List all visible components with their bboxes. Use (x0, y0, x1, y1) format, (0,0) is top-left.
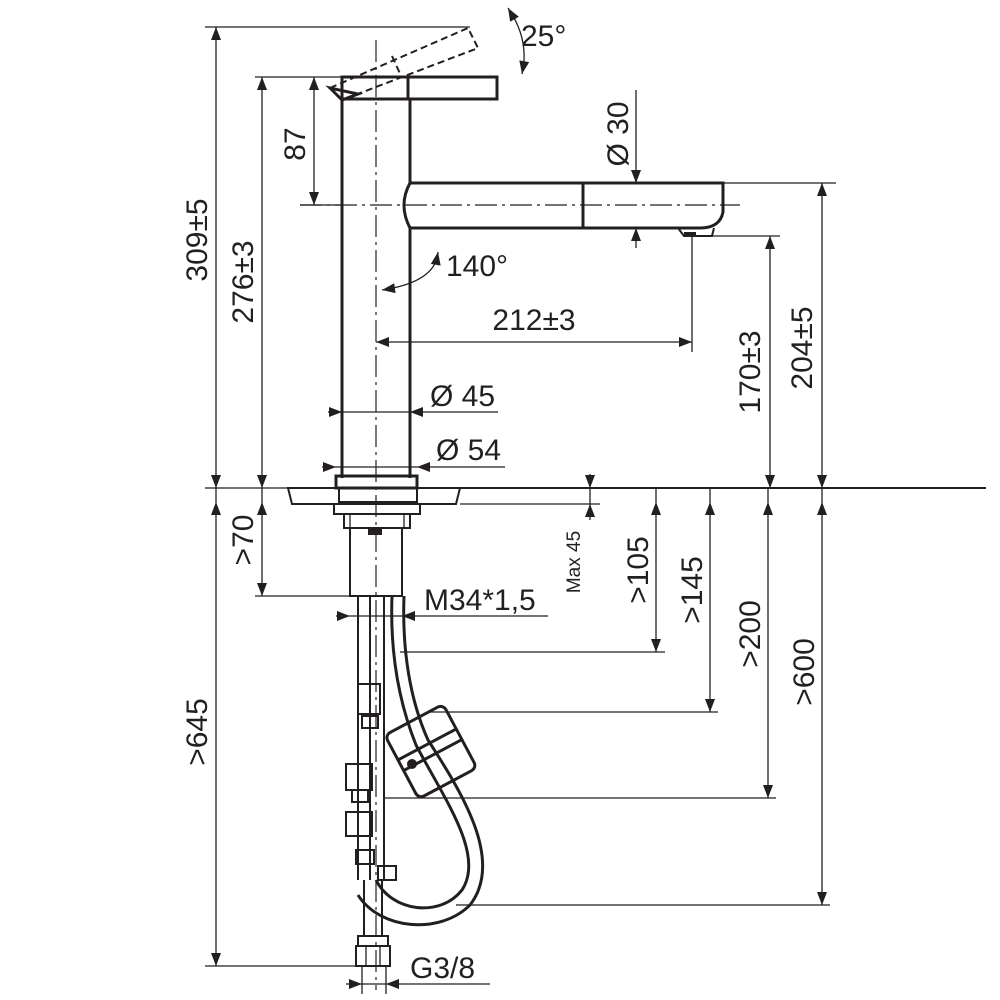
label-min-600: >600 (788, 638, 821, 706)
center-lines (300, 40, 740, 990)
label-max-thickness: Max 45 (564, 531, 585, 593)
faucet-outline (286, 26, 986, 967)
label-spout-top-height: 204±5 (786, 306, 819, 389)
label-spout-reach: 212±3 (492, 304, 575, 337)
label-body-diameter: Ø 45 (430, 380, 495, 413)
label-total-height: 309±5 (181, 198, 214, 281)
label-min-105: >105 (622, 536, 655, 604)
dimension-labels: 25° 309±5 276±3 87 Ø 30 140° 212±3 Ø 45 … (181, 20, 821, 985)
label-base-diameter: Ø 54 (436, 434, 501, 467)
label-min-below: >70 (227, 515, 260, 566)
label-min-200: >200 (734, 600, 767, 668)
label-connection: G3/8 (410, 952, 475, 985)
label-body-height: 276±3 (227, 240, 260, 323)
label-lever-height: 87 (279, 127, 312, 160)
label-min-645: >645 (181, 698, 214, 766)
label-swivel-angle: 140° (446, 250, 508, 283)
label-min-145: >145 (676, 556, 709, 624)
label-thread: M34*1,5 (424, 584, 536, 617)
label-angle-lever: 25° (521, 20, 566, 53)
label-outlet-height: 170±3 (734, 330, 767, 413)
label-spout-diameter: Ø 30 (602, 101, 635, 166)
dimension-lines (205, 5, 836, 994)
